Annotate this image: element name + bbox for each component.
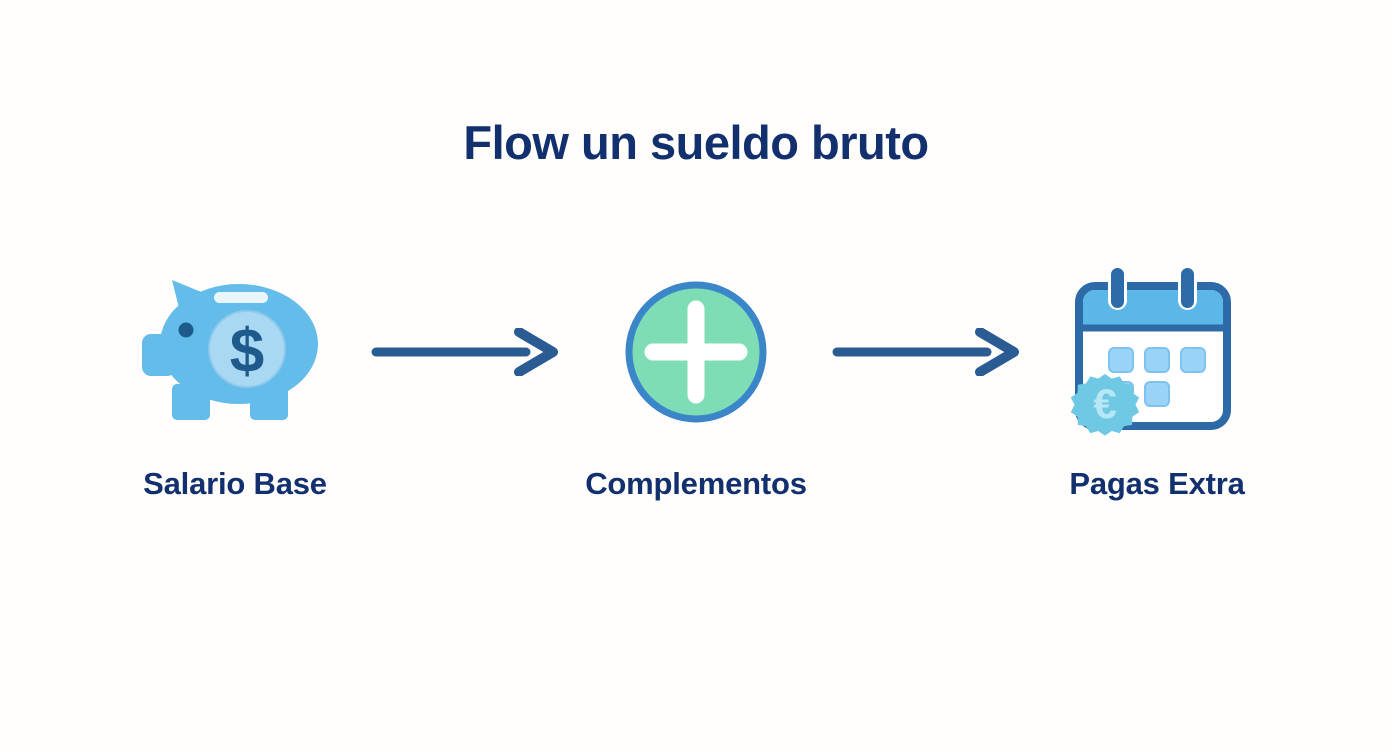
page-title: Flow un sueldo bruto	[463, 116, 929, 169]
euro-badge-icon: €	[1070, 374, 1140, 436]
flow-step-label-salario-base: Salario Base	[143, 466, 327, 501]
flow-step-label-pagas-extra: Pagas Extra	[1069, 466, 1245, 501]
flow-step-salario-base: $ Salario Base	[120, 262, 350, 502]
svg-text:$: $	[230, 317, 264, 386]
piggy-bank-icon-wrap: $	[135, 262, 335, 442]
flow-arrow-1-wrap	[366, 262, 566, 442]
flow-diagram: $ Salario Base Complementos	[120, 262, 1272, 532]
flow-step-pagas-extra: € Pagas Extra	[1042, 262, 1272, 502]
flow-step-complementos: Complementos	[581, 262, 811, 502]
calendar-euro-icon-wrap: €	[1057, 262, 1257, 442]
flow-step-label-complementos: Complementos	[585, 466, 807, 501]
piggy-bank-icon: $	[142, 280, 318, 420]
calendar-euro-icon: €	[1070, 266, 1231, 436]
arrow-right-icon	[371, 328, 558, 376]
plus-circle-icon	[625, 281, 767, 423]
flow-arrow-2-wrap	[827, 262, 1027, 442]
arrow-right-icon	[832, 328, 1019, 376]
plus-circle-icon-wrap	[596, 262, 796, 442]
svg-text:€: €	[1093, 380, 1116, 427]
